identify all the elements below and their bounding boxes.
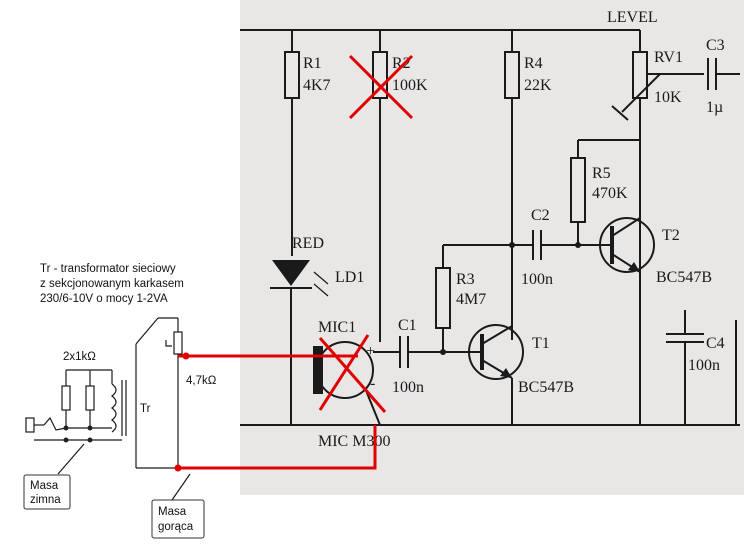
masa-zimna-line-2: zimna	[30, 494, 61, 506]
masa-goraca-callout	[151, 473, 205, 539]
masa-goraca-line-2: gorąca	[158, 521, 194, 533]
t2-model: BC547B	[656, 269, 712, 286]
led-color-label: RED	[292, 235, 324, 252]
r5-value: 470K	[592, 185, 628, 202]
r4-label: R4	[524, 55, 543, 72]
r4-value: 22K	[524, 77, 552, 94]
red-wiring-modification	[174, 352, 377, 472]
r2-removed-mark	[348, 54, 414, 120]
c2-capacitor	[443, 230, 604, 260]
r5-label: R5	[592, 165, 611, 182]
resistors-value-note: 2x1kΩ	[63, 351, 96, 363]
c3-value: 1µ	[706, 99, 723, 116]
mic-model-label: MIC M300	[318, 433, 390, 450]
r3-value: 4M7	[456, 291, 486, 308]
ld1-label: LD1	[335, 269, 364, 286]
c1-value: 100n	[392, 379, 424, 396]
transformer-note-line-1: Tr - transformator sieciowy	[40, 263, 176, 275]
r5-resistor	[570, 139, 640, 245]
mic-plus: +	[366, 343, 375, 360]
masa-zimna-callout	[23, 443, 85, 510]
primary-resistors	[61, 369, 113, 428]
rv1-label: RV1	[654, 49, 683, 66]
c4-capacitor	[666, 310, 737, 425]
r2-value: 100K	[392, 77, 428, 94]
transistor-t2	[599, 140, 655, 273]
t2-label: T2	[662, 227, 680, 244]
masa-zimna-line-1: Masa	[30, 480, 59, 492]
r4-resistor	[504, 30, 520, 340]
masa-goraca-line-1: Masa	[158, 506, 187, 518]
rv1-value: 10K	[654, 89, 682, 106]
potentiometer-4k7-icon	[158, 317, 183, 468]
schematic-photo-area	[240, 0, 744, 495]
r1-value: 4K7	[303, 77, 331, 94]
c1-label: C1	[398, 317, 417, 334]
transformer-tr-label: Tr	[140, 403, 151, 415]
r1-label: R1	[303, 55, 322, 72]
c4-label: C4	[706, 335, 725, 352]
mains-plug-icon	[25, 416, 122, 443]
c2-value: 100n	[521, 271, 553, 288]
mic-removed-mark	[318, 334, 387, 413]
level-label: LEVEL	[607, 9, 658, 26]
transformer-note-line-2: z sekcjonowanym karkasem	[40, 278, 184, 290]
r2-resistor	[372, 30, 388, 342]
c3-label: C3	[706, 37, 725, 54]
transistor-t1	[468, 324, 524, 425]
mic1-label: MIC1	[318, 319, 356, 336]
mic-minus: -	[370, 375, 375, 392]
c4-value: 100n	[688, 357, 720, 374]
pot-value-note: 4,7kΩ	[186, 375, 217, 387]
transformer-note-line-3: 230/6-10V o mocy 1-2VA	[40, 293, 168, 305]
r2-label: R2	[392, 55, 411, 72]
transformer-tr-icon	[111, 317, 178, 469]
c1-capacitor	[399, 336, 470, 368]
r1-resistor	[284, 30, 300, 256]
c2-label: C2	[531, 207, 550, 224]
c3-capacitor	[707, 58, 740, 90]
t1-label: T1	[532, 335, 550, 352]
r3-resistor	[435, 245, 451, 352]
r3-label: R3	[456, 271, 475, 288]
t1-model: BC547B	[518, 379, 574, 396]
